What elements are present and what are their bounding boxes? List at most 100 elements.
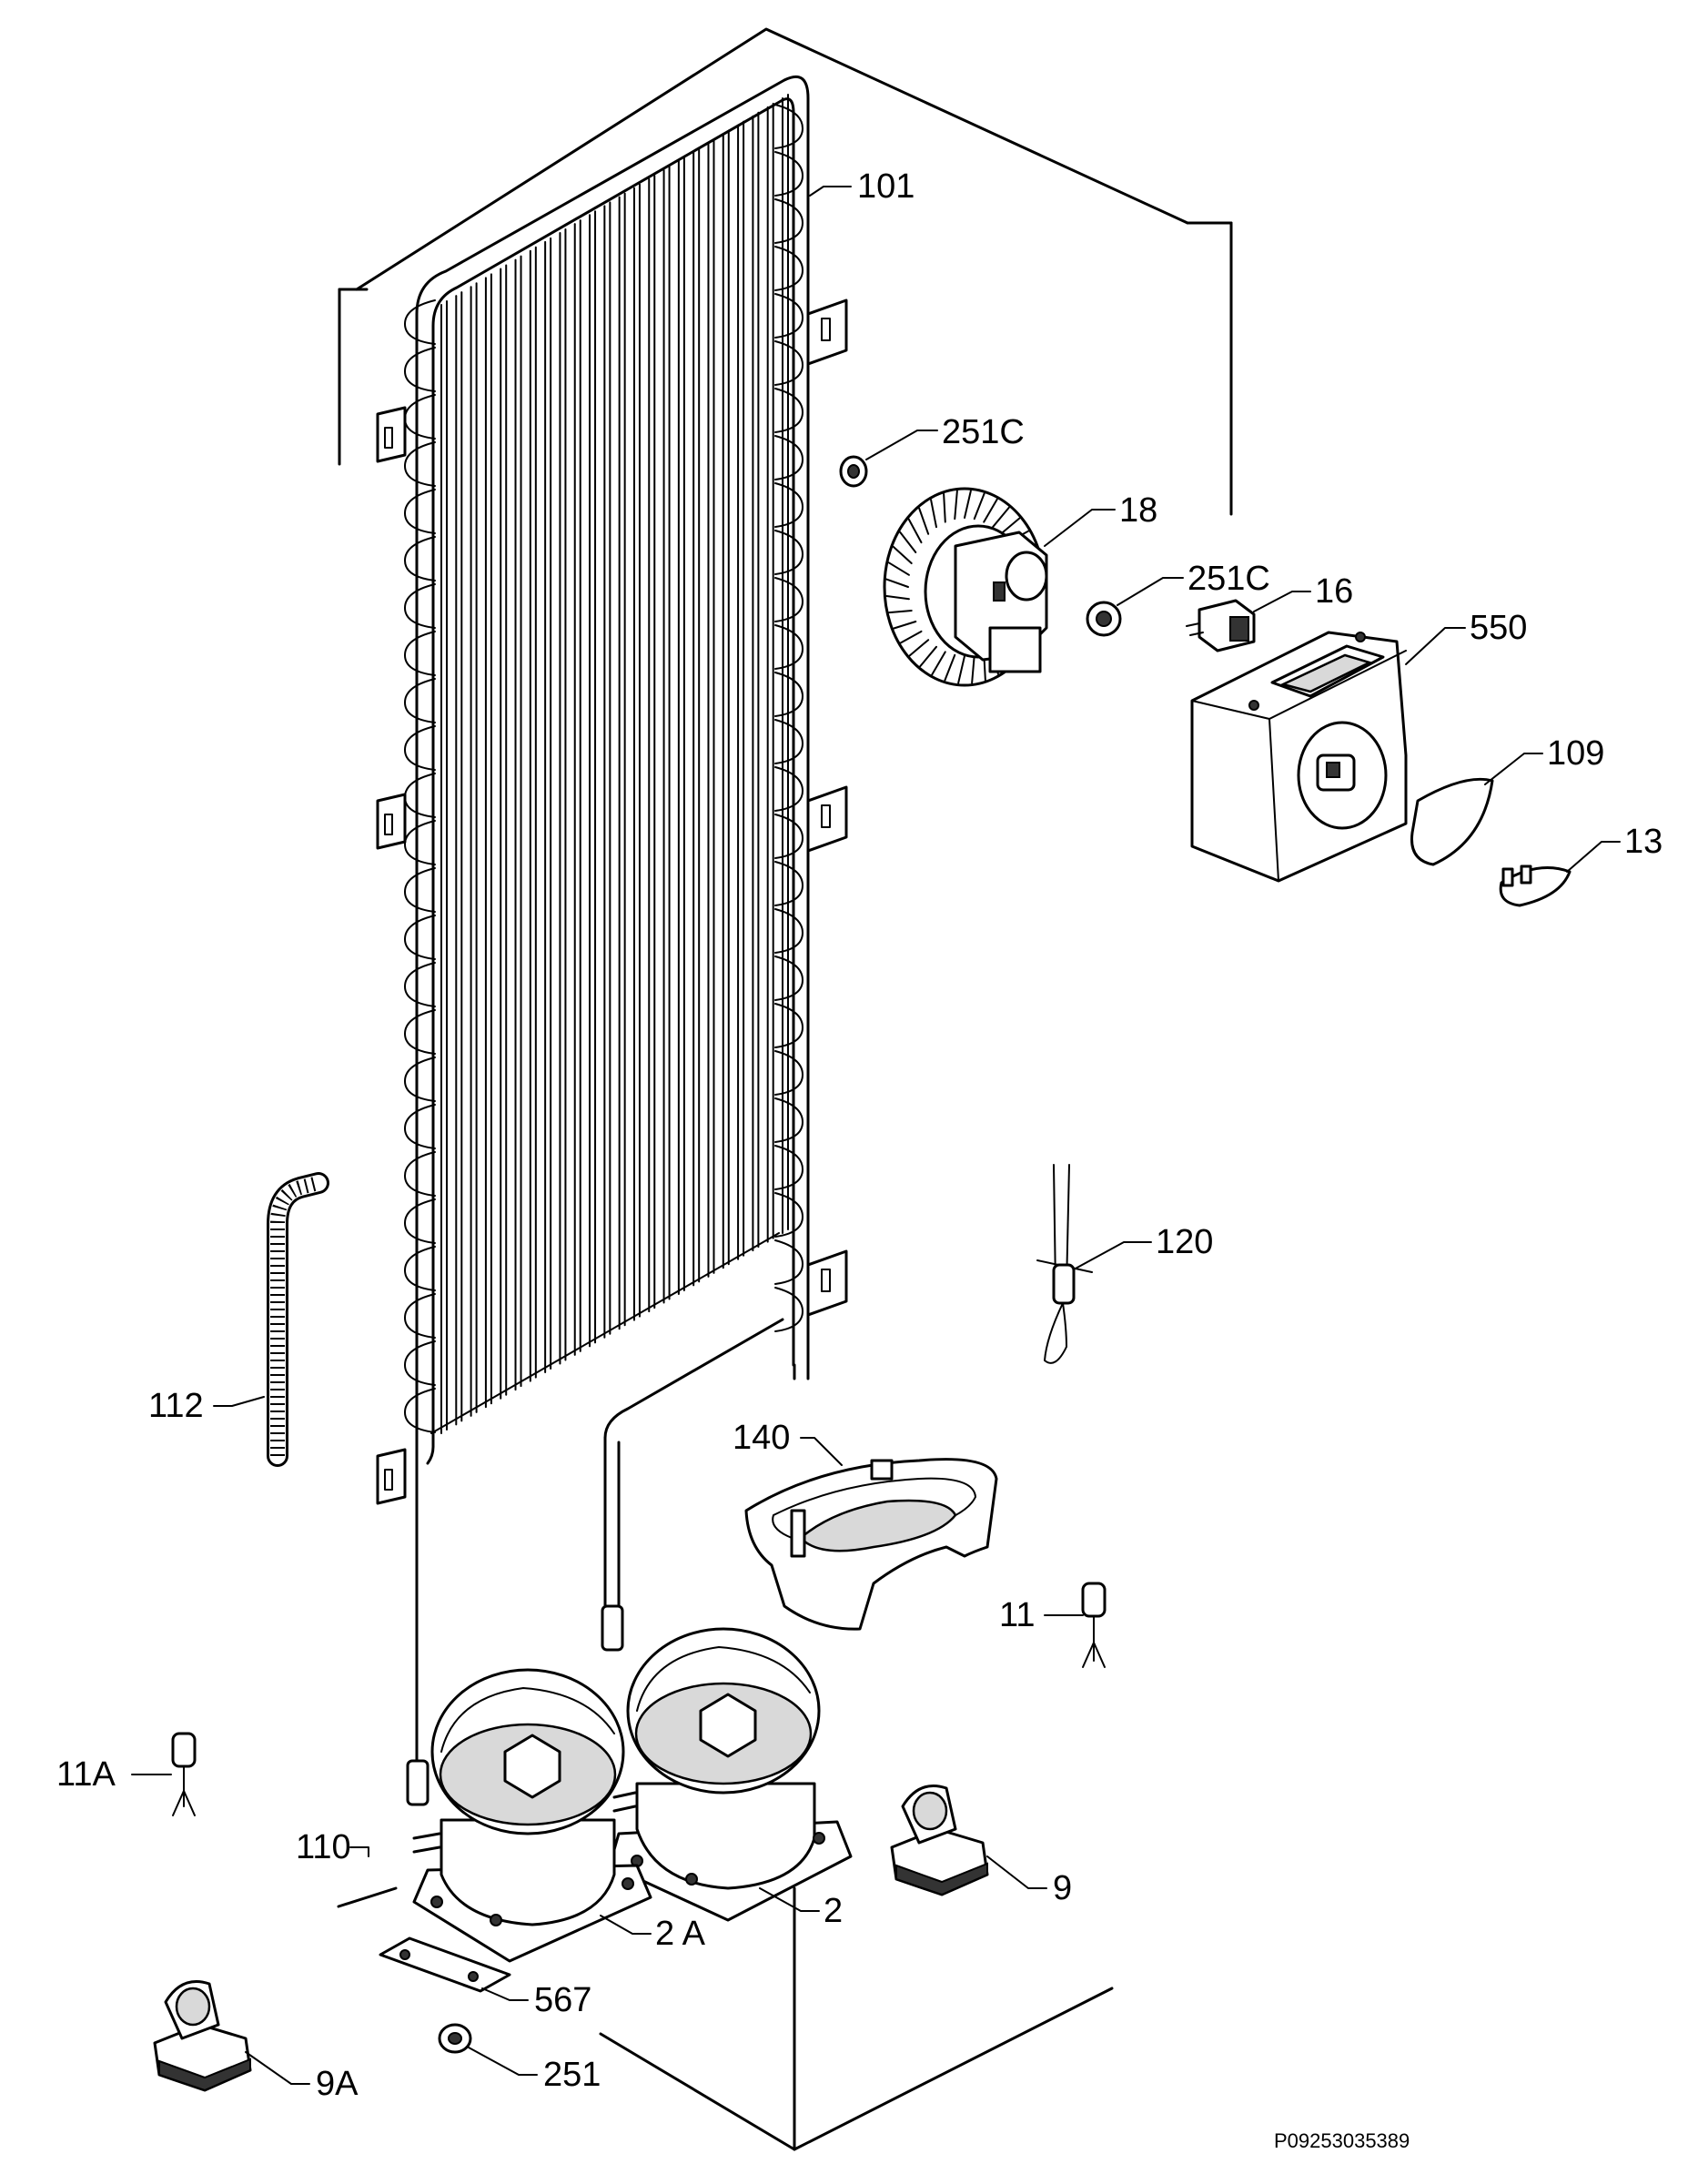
label-140: 140 [733,1419,790,1457]
condenser-loop [404,299,436,345]
switch-16 [1186,591,1311,652]
condenser-loop [774,814,803,859]
fan-blade [892,545,913,565]
callout-labels: 101 251C 18 251C 16 550 109 13 120 112 1… [56,167,1663,2152]
fan-blade [919,645,937,668]
label-101: 101 [857,167,915,206]
fan-blade [931,651,946,676]
condenser-wires [440,94,789,1434]
plate-567 [379,1936,529,2001]
condenser-loop [404,725,436,771]
label-11a: 11A [56,1755,116,1794]
condenser-loop [774,624,803,670]
nut-251 [438,2023,538,2076]
compressor-2 [608,1627,853,1922]
condenser-loop [774,766,803,812]
condenser-loop [404,631,436,676]
condenser-loop [774,719,803,764]
condenser-loop [774,388,803,433]
clip-11 [1044,1582,1107,1668]
condenser-loop [404,867,436,913]
lamp-holder-13 [1499,841,1621,907]
condenser-loop [774,198,803,244]
condenser-loop [404,820,436,865]
condenser-loop [404,1246,436,1291]
drip-tray-140 [744,1437,998,1631]
condenser-loop [404,1198,436,1244]
fan-blade [957,655,965,684]
label-11: 11 [999,1596,1035,1634]
label-567: 567 [534,1981,591,2019]
condenser-101 [376,75,852,1806]
fan-blade [973,492,985,521]
condenser-loop [404,489,436,534]
label-251: 251 [543,2056,601,2094]
condenser-loops-right [774,104,803,1332]
fan-blade [885,578,909,588]
label-2a: 2 A [655,1915,706,1953]
condenser-loop [774,672,803,717]
fan-blade [943,492,946,523]
condenser-loops-left [404,299,436,1433]
condenser-loop [774,293,803,339]
condenser-loop [774,1003,803,1048]
fan-blade [887,561,910,576]
fan-blade [908,639,930,657]
fan-motor-18 [883,487,1116,687]
condenser-loop [404,773,436,818]
label-2: 2 [824,1892,843,1930]
grommet-251c-upper [839,430,938,488]
condenser-loop [404,1009,436,1055]
condenser-loop [774,340,803,386]
fan-blade [999,517,1021,535]
drawing-code: P09253035389 [1274,2129,1410,2152]
label-550: 550 [1470,609,1527,647]
condenser-loop [404,536,436,581]
fan-blade [918,507,930,535]
thermostat-sensor-120 [1036,1164,1152,1364]
condenser-loop [404,1388,436,1433]
condenser-loop [404,347,436,392]
fan-blade [954,490,958,521]
label-13: 13 [1624,823,1663,861]
lamp-cover-109 [1410,753,1543,866]
fan-blade [992,506,1010,529]
pin-110 [337,1846,398,1908]
cabinet-outline [338,27,1233,2151]
condenser-loop [774,1287,803,1332]
condenser-loop [774,151,803,197]
condenser-loop [404,1151,436,1197]
condenser-loop [404,394,436,440]
clamp-9a [153,1980,310,2092]
label-109: 109 [1547,734,1604,773]
fan-blade [930,499,937,529]
clip-11a [131,1732,197,1816]
label-18: 18 [1119,491,1157,530]
drain-hose-112 [213,1172,329,1467]
label-16: 16 [1315,572,1353,611]
fan-blade [893,621,917,630]
grommet-251c-lower [1086,577,1184,637]
condenser-loop [404,678,436,723]
condenser-loop [404,1293,436,1339]
label-251c-lower: 251C [1188,560,1270,598]
condenser-loop [774,104,803,149]
label-112: 112 [148,1387,204,1425]
condenser-loop [404,583,436,629]
condenser-loop [774,1239,803,1285]
label-120: 120 [1156,1223,1213,1261]
fan-blade [899,531,917,553]
condenser-loop [774,861,803,906]
fan-blade [885,595,910,601]
condenser-loop [774,1145,803,1190]
condenser-loop [774,482,803,528]
condenser-loop [774,1192,803,1238]
condenser-bracket [376,298,848,1505]
label-9: 9 [1053,1869,1072,1907]
condenser-loop [774,530,803,575]
label-251c-upper: 251C [942,413,1025,451]
fan-blade [971,653,975,684]
fan-blade [899,630,923,644]
